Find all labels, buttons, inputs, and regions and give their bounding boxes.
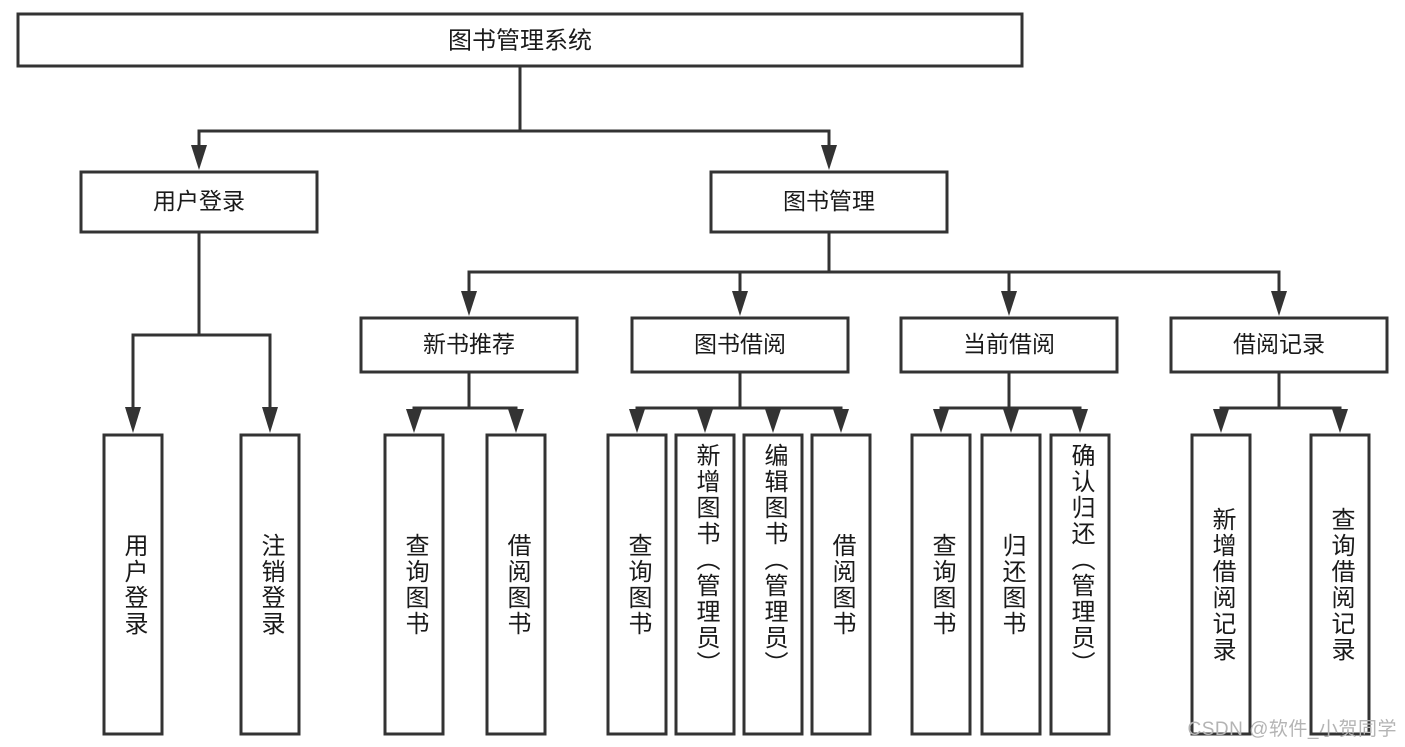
leaf-box-edit-book-admin[interactable] [742, 433, 804, 736]
connector-group-book-mgmt [461, 230, 1287, 316]
node-new-book-recommend-label: 新书推荐 [423, 331, 515, 357]
connector-group-user-login [125, 230, 278, 433]
connector-group-new-book [406, 370, 524, 433]
node-new-book-recommend[interactable]: 新书推荐 [359, 316, 579, 374]
node-book-borrow-box[interactable] [630, 316, 850, 374]
node-borrow-record[interactable]: 借阅记录 [1169, 316, 1389, 374]
node-book-borrow-label: 图书借阅 [694, 331, 786, 357]
leaf-box-add-borrow-record[interactable] [1190, 433, 1252, 736]
node-book-management-label: 图书管理 [783, 188, 875, 214]
arrow-head-icon [629, 409, 645, 433]
connector-group-root [191, 64, 837, 170]
arrow-head-icon [732, 291, 748, 316]
connector-group-borrow-record [1213, 370, 1348, 433]
leaf-box-add-book-admin[interactable] [674, 433, 736, 736]
node-root-system-box[interactable] [16, 12, 1024, 68]
arrow-head-icon [461, 291, 477, 316]
node-root-system[interactable]: 图书管理系统 [16, 12, 1024, 68]
watermark-text: CSDN @软件_小贺同学 [1187, 719, 1397, 740]
node-current-borrow[interactable]: 当前借阅 [899, 316, 1119, 374]
leaf-box-query-book-current[interactable] [910, 433, 972, 736]
arrow-head-icon [125, 407, 141, 433]
node-new-book-recommend-box[interactable] [359, 316, 579, 374]
leaf-box-borrow-book[interactable] [810, 433, 872, 736]
node-user-login-box[interactable] [79, 170, 319, 234]
node-book-borrow[interactable]: 图书借阅 [630, 316, 850, 374]
arrow-head-icon [1001, 291, 1017, 316]
node-borrow-record-label: 借阅记录 [1233, 331, 1325, 357]
arrow-head-icon [697, 409, 713, 433]
leaf-box-user-login[interactable] [102, 433, 164, 736]
connector-group-current-borrow [933, 370, 1088, 433]
leaf-box-return-book[interactable] [980, 433, 1042, 736]
node-user-login[interactable]: 用户登录 [79, 170, 319, 234]
node-book-management[interactable]: 图书管理 [709, 170, 949, 234]
leaf-box-logout[interactable] [239, 433, 301, 736]
connector-group-borrow-book [629, 370, 849, 433]
node-root-system-label: 图书管理系统 [448, 27, 592, 54]
arrow-head-icon [765, 409, 781, 433]
arrow-head-icon [1003, 409, 1019, 433]
arrow-head-icon [1271, 291, 1287, 316]
node-book-management-box[interactable] [709, 170, 949, 234]
node-borrow-record-box[interactable] [1169, 316, 1389, 374]
leaf-box-query-book-new[interactable] [383, 433, 445, 736]
arrow-head-icon [508, 409, 524, 433]
arrow-head-icon [406, 409, 422, 433]
arrow-head-icon [262, 407, 278, 433]
arrow-head-icon [833, 409, 849, 433]
leaf-box-confirm-return-admin[interactable] [1049, 433, 1111, 736]
arrow-head-icon [1213, 409, 1229, 433]
arrow-head-icon [821, 145, 837, 170]
leaf-box-query-borrow-record[interactable] [1309, 433, 1371, 736]
node-current-borrow-label: 当前借阅 [963, 331, 1055, 357]
arrow-head-icon [1072, 409, 1088, 433]
leaf-box-borrow-book-new[interactable] [485, 433, 547, 736]
arrow-head-icon [1332, 409, 1348, 433]
node-current-borrow-box[interactable] [899, 316, 1119, 374]
leaf-box-query-book-borrow[interactable] [606, 433, 668, 736]
node-user-login-label: 用户登录 [153, 188, 245, 214]
arrow-head-icon [191, 145, 207, 170]
arrow-head-icon [933, 409, 949, 433]
